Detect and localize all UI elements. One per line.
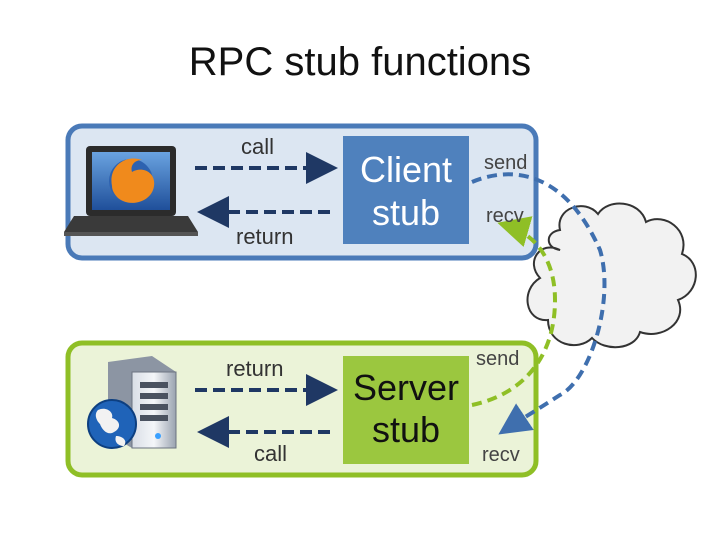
client-send-wire xyxy=(471,172,607,435)
client-send-label: send xyxy=(484,152,528,174)
client-recv-label: recv xyxy=(486,205,524,227)
server-return-label: return xyxy=(226,356,284,381)
server-send-wire xyxy=(471,216,558,407)
server-stub-block xyxy=(343,356,469,464)
server-call-label: call xyxy=(254,441,288,466)
server-recv-label: recv xyxy=(482,444,520,466)
server-send-label: send xyxy=(476,348,520,370)
client-stub-block xyxy=(343,136,469,244)
server-stub-line2: stub xyxy=(371,409,441,450)
client-return-label: return xyxy=(236,224,294,249)
laptop-firefox-icon xyxy=(64,146,198,236)
network-cloud-icon xyxy=(526,202,697,349)
client-stub-line1: Client xyxy=(359,149,453,190)
server-stub-line1: Server xyxy=(352,367,460,408)
client-call-label: call xyxy=(241,134,275,159)
page-title: RPC stub functions xyxy=(188,40,532,84)
server-tower-globe-icon xyxy=(87,356,177,449)
client-stub-line2: stub xyxy=(371,192,441,233)
